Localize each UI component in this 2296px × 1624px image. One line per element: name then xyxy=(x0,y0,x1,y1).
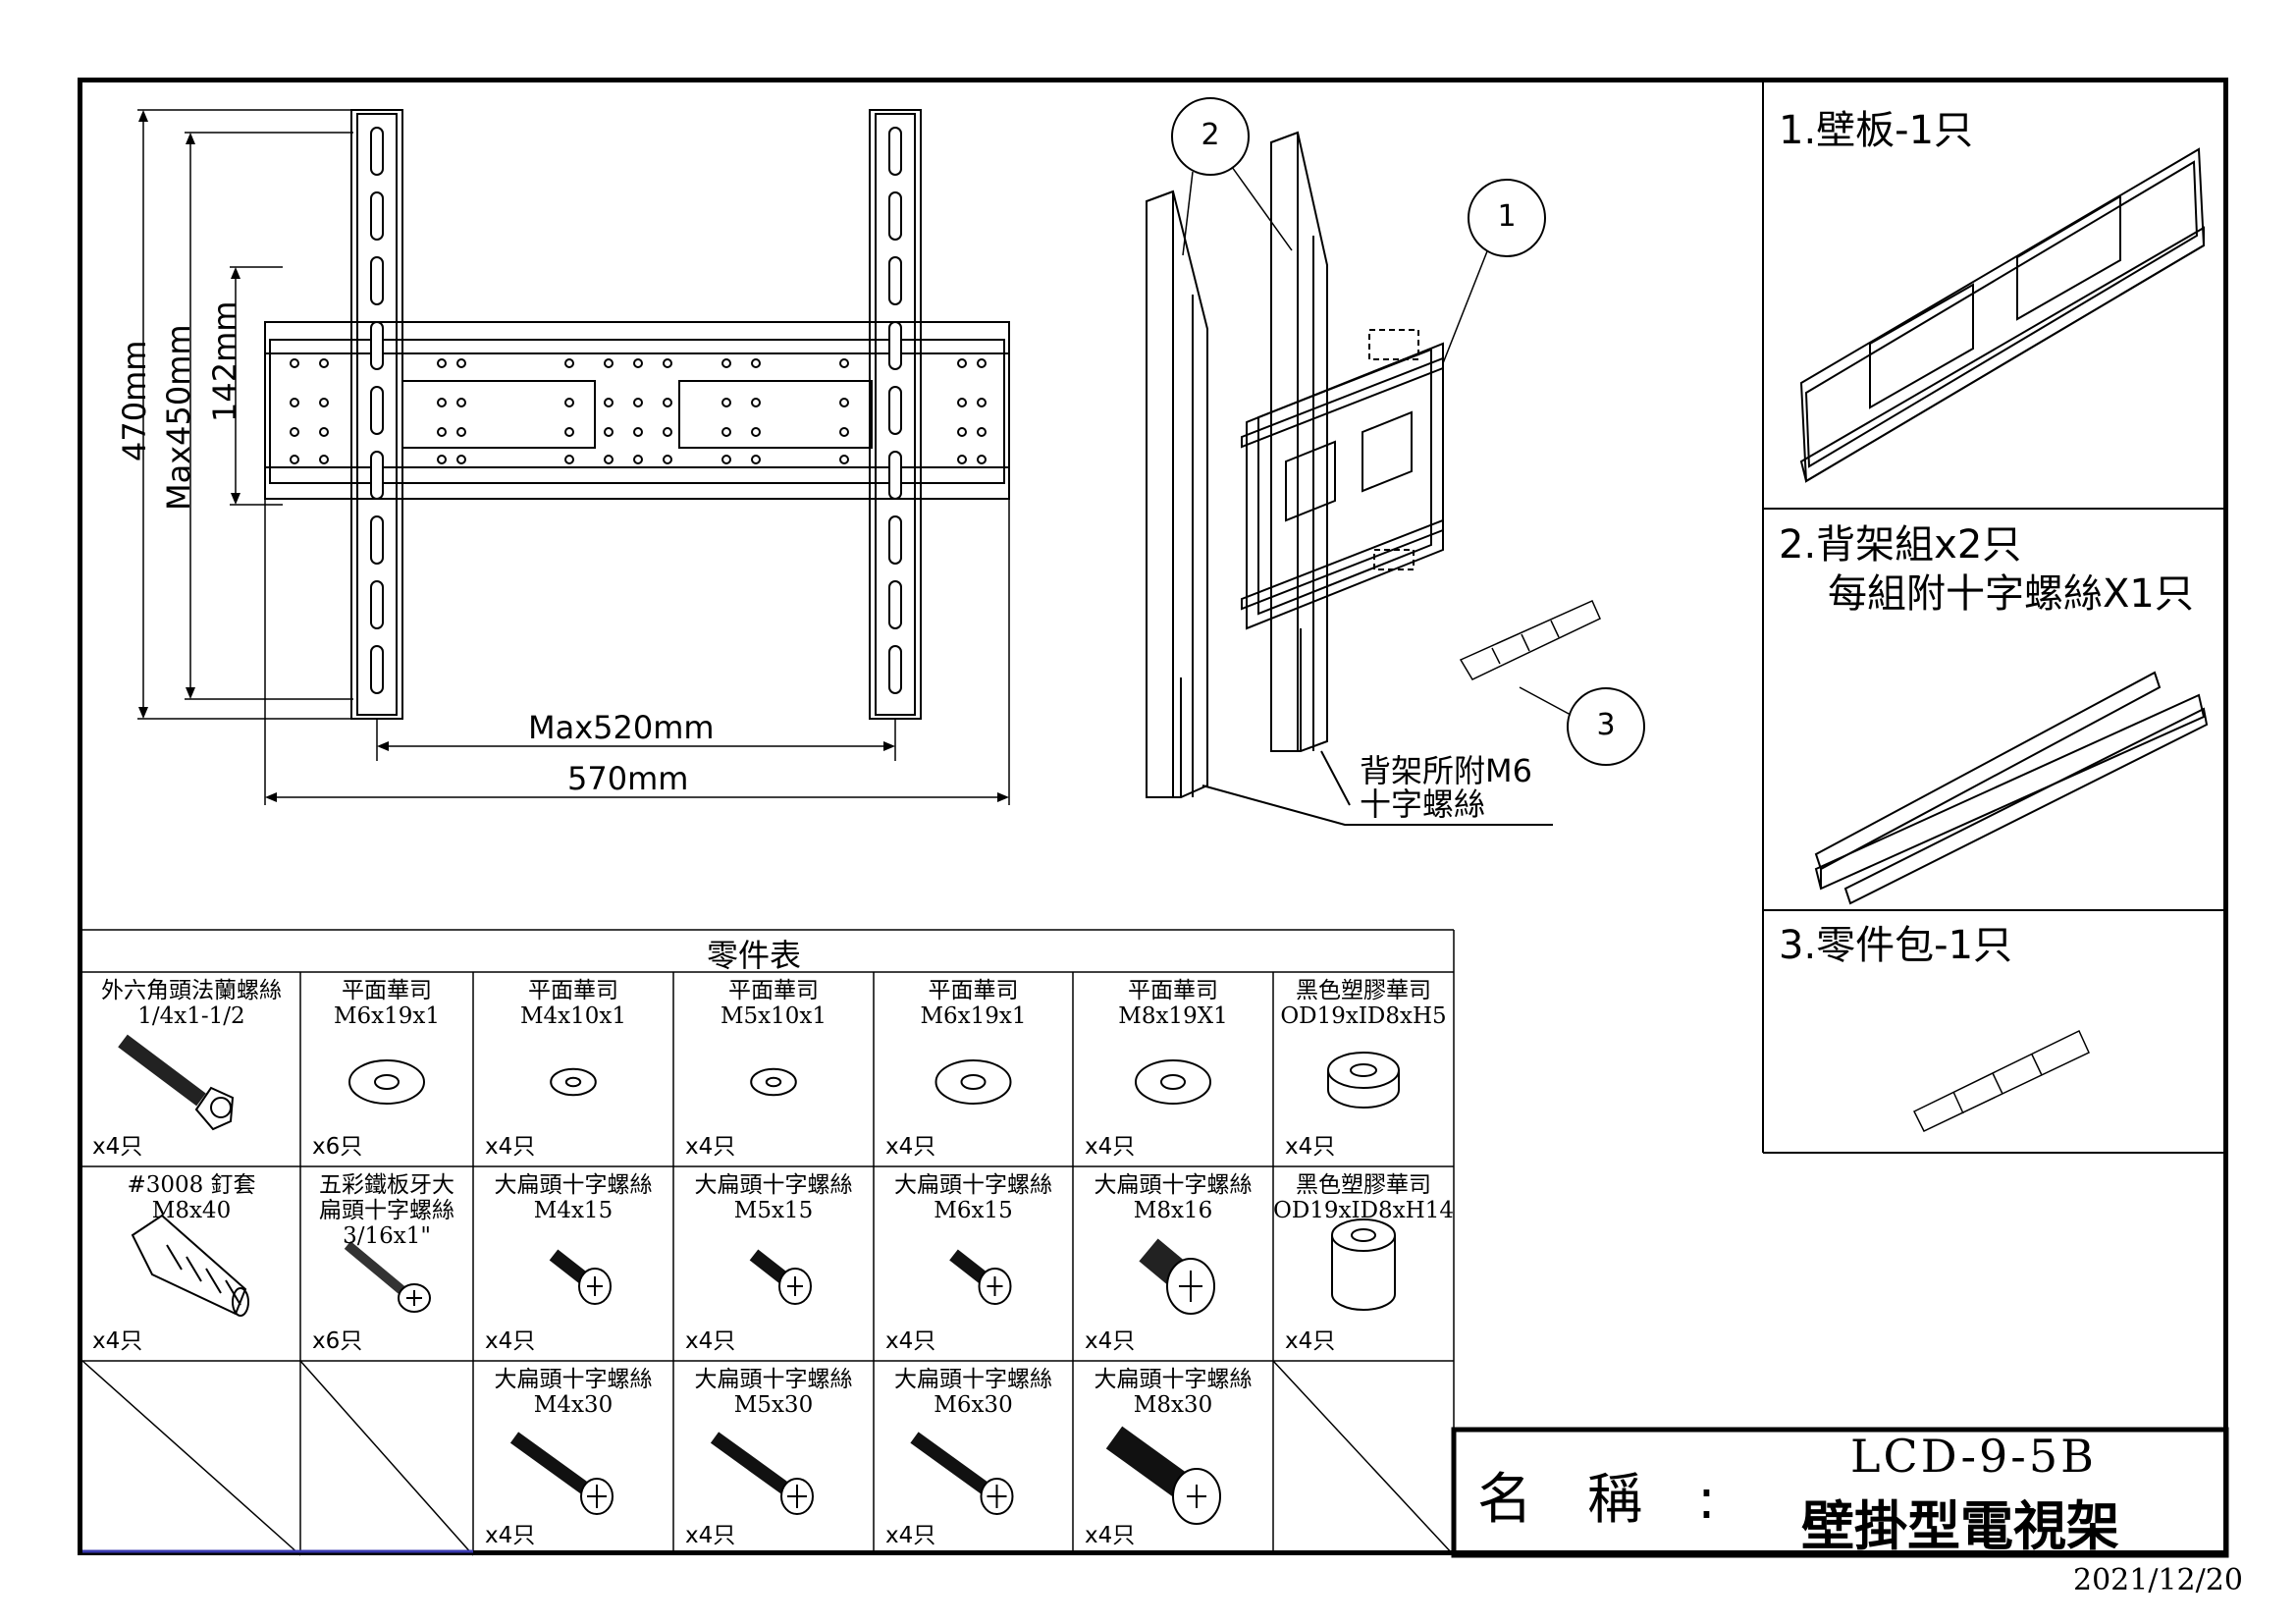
long-screw-icon xyxy=(710,1432,814,1515)
part-qty: x6只 xyxy=(312,1328,363,1354)
part-name-line: M8x40 xyxy=(151,1198,232,1223)
part-name-line: 黑色塑膠華司 xyxy=(1296,1172,1431,1198)
package-item-1: 1.壁板-1只 xyxy=(1779,108,1974,153)
part-qty: x4只 xyxy=(1085,1523,1136,1548)
flat-washer-icon xyxy=(934,1059,1012,1105)
flat-washer-icon xyxy=(550,1067,597,1097)
part-name-line: M8x30 xyxy=(1133,1392,1213,1418)
part-qty: x4只 xyxy=(885,1328,936,1354)
part-name-line: 大扁頭十字螺絲 xyxy=(494,1172,653,1198)
back-brackets-iso-icon xyxy=(1814,671,2209,905)
part-name-line: M4x10x1 xyxy=(519,1003,627,1029)
drawing-frame xyxy=(78,78,2228,1555)
callout-1: 1 xyxy=(1497,199,1517,234)
part-name-line: 大扁頭十字螺絲 xyxy=(1094,1172,1253,1198)
part-name-line: 五彩鐵板牙大 xyxy=(319,1172,454,1198)
parts-bag-iso-icon xyxy=(1912,1029,2090,1132)
wall-anchor-icon xyxy=(131,1214,249,1317)
tapping-screw-icon xyxy=(344,1241,431,1313)
short-screw-icon xyxy=(749,1249,812,1305)
part-qty: x4只 xyxy=(485,1134,536,1160)
package-item-2-note: 每組附十字螺絲X1只 xyxy=(1828,571,2194,617)
part-qty: x4只 xyxy=(685,1328,736,1354)
part-name-line: 大扁頭十字螺絲 xyxy=(694,1367,853,1392)
part-name-line: M6x30 xyxy=(934,1392,1013,1418)
part-name-line: M5x30 xyxy=(733,1392,814,1418)
part-name-line: M8x16 xyxy=(1133,1198,1213,1223)
large-screw-icon xyxy=(1139,1238,1215,1315)
part-qty: x4只 xyxy=(885,1134,936,1160)
drawing-date: 2021/12/20 xyxy=(2073,1563,2243,1597)
short-screw-icon xyxy=(549,1249,612,1305)
part-name-line: 大扁頭十字螺絲 xyxy=(894,1172,1052,1198)
part-name-line: 外六角頭法蘭螺絲 xyxy=(101,978,282,1003)
part-name-line: OD19xID8xH14 xyxy=(1273,1198,1454,1223)
part-qty: x4只 xyxy=(485,1523,536,1548)
part-qty: x4只 xyxy=(685,1523,736,1548)
part-name-line: 大扁頭十字螺絲 xyxy=(694,1172,853,1198)
callout-2: 2 xyxy=(1201,118,1220,152)
long-screw-icon xyxy=(509,1432,614,1515)
parts-table-title: 零件表 xyxy=(707,937,802,974)
part-qty: x4只 xyxy=(1285,1134,1336,1160)
long-screw-icon xyxy=(910,1432,1014,1515)
part-name-line: M6x19x1 xyxy=(920,1003,1027,1029)
part-name-line: M5x15 xyxy=(733,1198,814,1223)
part-name-line: 大扁頭十字螺絲 xyxy=(1094,1367,1253,1392)
title-product: 壁掛型電視架 xyxy=(1801,1495,2119,1557)
part-qty: x4只 xyxy=(92,1134,143,1160)
part-qty: x4只 xyxy=(1085,1134,1136,1160)
part-name-line: 平面華司 xyxy=(1128,978,1218,1003)
dim-142: 142mm xyxy=(206,300,243,422)
part-name-line: M6x19x1 xyxy=(333,1003,441,1029)
screw-note-line1: 背架所附M6 xyxy=(1360,752,1532,789)
package-item-2: 2.背架組x2只 xyxy=(1779,522,2022,568)
dim-max450: Max450mm xyxy=(160,324,197,511)
plastic-spacer-icon xyxy=(1327,1052,1400,1109)
part-name-line: M6x15 xyxy=(934,1198,1013,1223)
part-qty: x4只 xyxy=(685,1134,736,1160)
title-model: LCD-9-5B xyxy=(1850,1430,2097,1483)
title-name-label: 名 稱 : xyxy=(1477,1468,1716,1532)
part-qty: x4只 xyxy=(1285,1328,1336,1354)
dim-max520: Max520mm xyxy=(528,709,715,746)
part-name-line: OD19xID8xH5 xyxy=(1280,1003,1447,1029)
part-name-line: 扁頭十字螺絲 xyxy=(319,1198,454,1223)
dim-570: 570mm xyxy=(567,760,689,797)
part-name-line: M8x19X1 xyxy=(1118,1003,1228,1029)
flat-washer-icon xyxy=(750,1067,797,1097)
part-name-line: 平面華司 xyxy=(728,978,819,1003)
flange-bolt-icon xyxy=(118,1034,235,1131)
part-qty: x6只 xyxy=(312,1134,363,1160)
package-item-3: 3.零件包-1只 xyxy=(1779,923,2013,968)
flat-washer-icon xyxy=(348,1059,425,1105)
part-name-line: 3/16x1" xyxy=(343,1223,431,1249)
part-name-line: M4x30 xyxy=(533,1392,614,1418)
flat-washer-icon xyxy=(1135,1059,1211,1105)
part-qty: x4只 xyxy=(92,1328,143,1354)
part-qty: x4只 xyxy=(885,1523,936,1548)
part-name-line: 平面華司 xyxy=(528,978,618,1003)
long-screw-icon xyxy=(1105,1426,1221,1525)
parts-table-grid xyxy=(81,929,1455,1556)
dim-470: 470mm xyxy=(116,340,153,461)
part-qty: x4只 xyxy=(485,1328,536,1354)
wall-plate-iso-icon xyxy=(1799,147,2206,483)
part-name-line: 平面華司 xyxy=(928,978,1019,1003)
plastic-spacer-tall-icon xyxy=(1331,1218,1396,1311)
part-name-line: M5x10x1 xyxy=(720,1003,828,1029)
screw-note-line2: 十字螺絲 xyxy=(1360,785,1486,823)
part-name-line: M4x15 xyxy=(533,1198,614,1223)
short-screw-icon xyxy=(949,1249,1012,1305)
part-name-line: 黑色塑膠華司 xyxy=(1296,978,1431,1003)
screw-note: 背架所附M6 十字螺絲 xyxy=(1360,754,1532,821)
part-name-line: #3008 釘套 xyxy=(127,1172,256,1198)
part-name-line: 大扁頭十字螺絲 xyxy=(894,1367,1052,1392)
callout-3: 3 xyxy=(1596,708,1616,742)
part-name-line: 平面華司 xyxy=(342,978,432,1003)
part-name-line: 1/4x1-1/2 xyxy=(137,1003,245,1029)
part-name-line: 大扁頭十字螺絲 xyxy=(494,1367,653,1392)
part-qty: x4只 xyxy=(1085,1328,1136,1354)
